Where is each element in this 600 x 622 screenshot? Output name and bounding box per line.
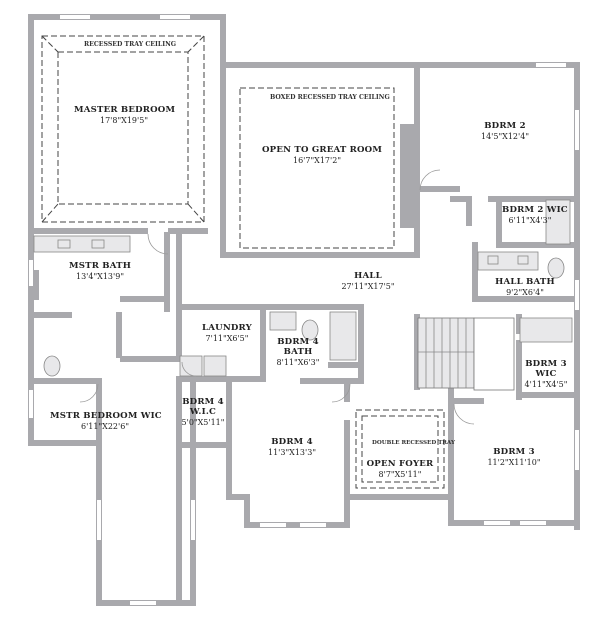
room-dim: 14'5"X12'4"	[481, 131, 529, 141]
room-name: OPEN FOYER	[366, 459, 434, 469]
room-name: BDRM 2 WIC	[502, 205, 568, 215]
room-dim: 8'7"X5'11"	[378, 469, 422, 479]
room-dim: 6'11"X4'3"	[508, 215, 552, 225]
room-hall: HALL 27'11"X17'5"	[328, 271, 408, 291]
room-dim: 27'11"X17'5"	[341, 281, 395, 291]
room-name: BDRM 3	[493, 447, 535, 457]
double-tray-note: DOUBLE RECESSED TRAY	[372, 440, 455, 446]
boxed-tray-note: BOXED RECESSED TRAY CEILING	[270, 94, 390, 101]
tray-ceiling-note: RECESSED TRAY CEILING	[84, 41, 177, 48]
room-great-room: OPEN TO GREAT ROOM 16'7"X17'2"	[262, 145, 383, 165]
room-name: HALL BATH	[495, 277, 555, 287]
room-name: MSTR BATH	[68, 261, 132, 271]
room-dim: 9'2"X6'4"	[506, 287, 544, 297]
room-name: HALL	[354, 271, 382, 281]
walls	[28, 14, 580, 606]
room-name: MSTR BEDROOM WIC	[50, 411, 162, 421]
room-dim: 4'11"X4'5"	[524, 379, 568, 389]
room-bdrm4-bath: BDRM 4 BATH 8'11"X6'3"	[268, 337, 328, 367]
room-name-2: W.I.C	[189, 406, 217, 417]
doors	[79, 169, 475, 425]
room-name-2: BATH	[283, 346, 313, 357]
room-name: BDRM 3	[525, 359, 567, 369]
room-name: MASTER BEDROOM	[74, 105, 176, 115]
room-bdrm2: BDRM 2 14'5"X12'4"	[470, 121, 540, 141]
room-bdrm3: BDRM 3 11'2"X11'10"	[476, 447, 552, 467]
windows	[29, 15, 579, 605]
room-mstr-bath: MSTR BATH 13'4"X13'9"	[60, 261, 140, 281]
room-laundry: LAUNDRY 7'11"X6'5"	[196, 323, 258, 343]
room-foyer: OPEN FOYER 8'7"X5'11"	[362, 459, 438, 479]
room-dim: 17'8"X19'5"	[100, 115, 148, 125]
room-dim: 6'11"X22'6"	[81, 421, 129, 431]
room-dim: 16'7"X17'2"	[293, 155, 341, 165]
room-dim: 5'0"X5'11"	[181, 417, 225, 427]
room-name: LAUNDRY	[202, 323, 252, 333]
room-name: OPEN TO GREAT ROOM	[262, 145, 383, 155]
room-bdrm4-wic: BDRM 4 W.I.C 5'0"X5'11"	[176, 397, 230, 427]
stairs	[417, 317, 515, 391]
room-name: BDRM 4	[182, 397, 224, 407]
room-dim: 8'11"X6'3"	[276, 357, 320, 367]
room-name-2: WIC	[535, 368, 557, 379]
room-bdrm2-wic: BDRM 2 WIC 6'11"X4'3"	[502, 205, 568, 225]
room-mstr-wic: MSTR BEDROOM WIC 6'11"X22'6"	[50, 411, 162, 431]
room-bdrm3-wic: BDRM 3 WIC 4'11"X4'5"	[518, 359, 574, 389]
room-dim: 13'4"X13'9"	[76, 271, 124, 281]
room-name: BDRM 4	[271, 437, 313, 447]
room-dim: 11'2"X11'10"	[487, 457, 541, 467]
room-name: BDRM 2	[484, 121, 526, 131]
room-name: BDRM 4	[277, 337, 319, 347]
room-dim: 7'11"X6'5"	[205, 333, 249, 343]
tray-ceilings	[41, 35, 445, 489]
room-master-bedroom: MASTER BEDROOM 17'8"X19'5"	[74, 105, 176, 125]
room-bdrm4: BDRM 4 11'3"X13'3"	[256, 437, 328, 457]
room-hall-bath: HALL BATH 9'2"X6'4"	[490, 277, 560, 297]
room-dim: 11'3"X13'3"	[268, 447, 316, 457]
